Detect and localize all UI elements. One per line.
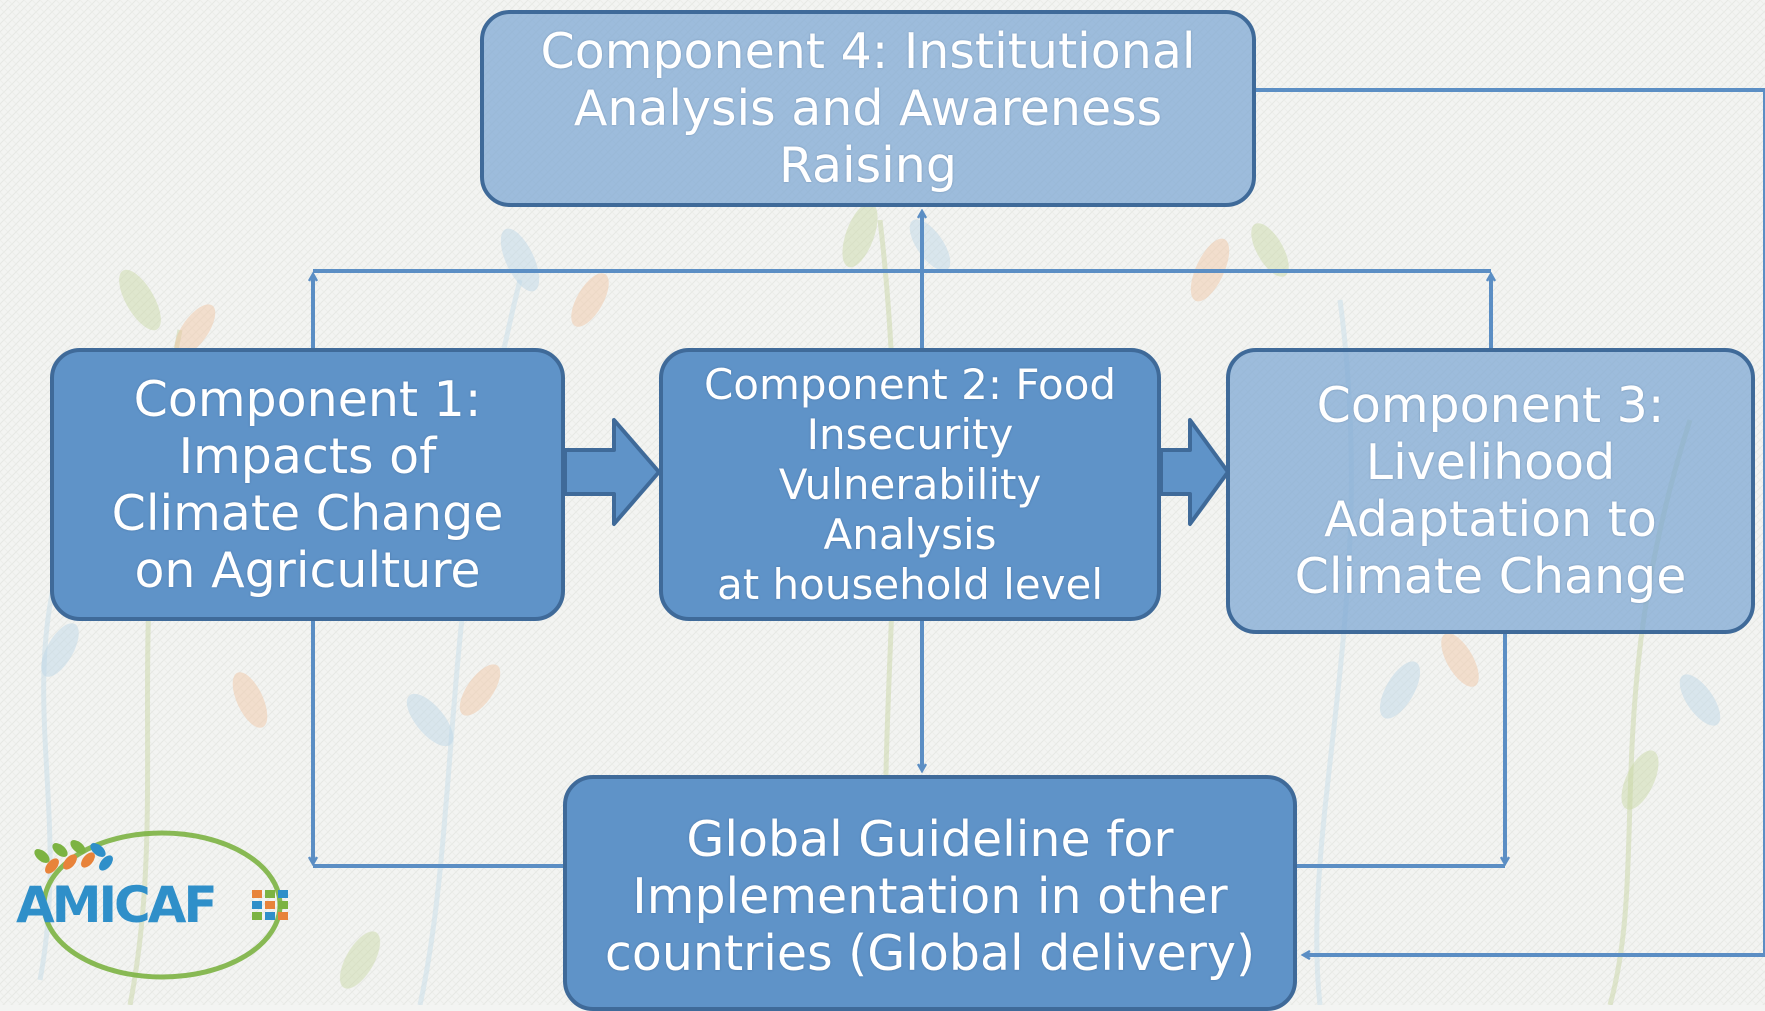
amicaf-logo: AMICAF	[16, 830, 288, 980]
connector-c4-to-global	[1256, 88, 1765, 955]
logo-wordmark: AMICAF	[16, 876, 215, 934]
global-guideline-box: Global Guideline for Implementation in o…	[563, 775, 1297, 1011]
block-arrow-c2-to-c3	[1159, 418, 1230, 526]
component-4-box: Component 4: Institutional Analysis and …	[480, 10, 1256, 207]
block-arrow-c1-to-c2	[563, 418, 661, 526]
component-2-box: Component 2: Food Insecurity Vulnerabili…	[659, 348, 1161, 621]
component-3-box: Component 3: Livelihood Adaptation to Cl…	[1226, 348, 1755, 634]
component-1-box: Component 1: Impacts of Climate Change o…	[50, 348, 565, 621]
